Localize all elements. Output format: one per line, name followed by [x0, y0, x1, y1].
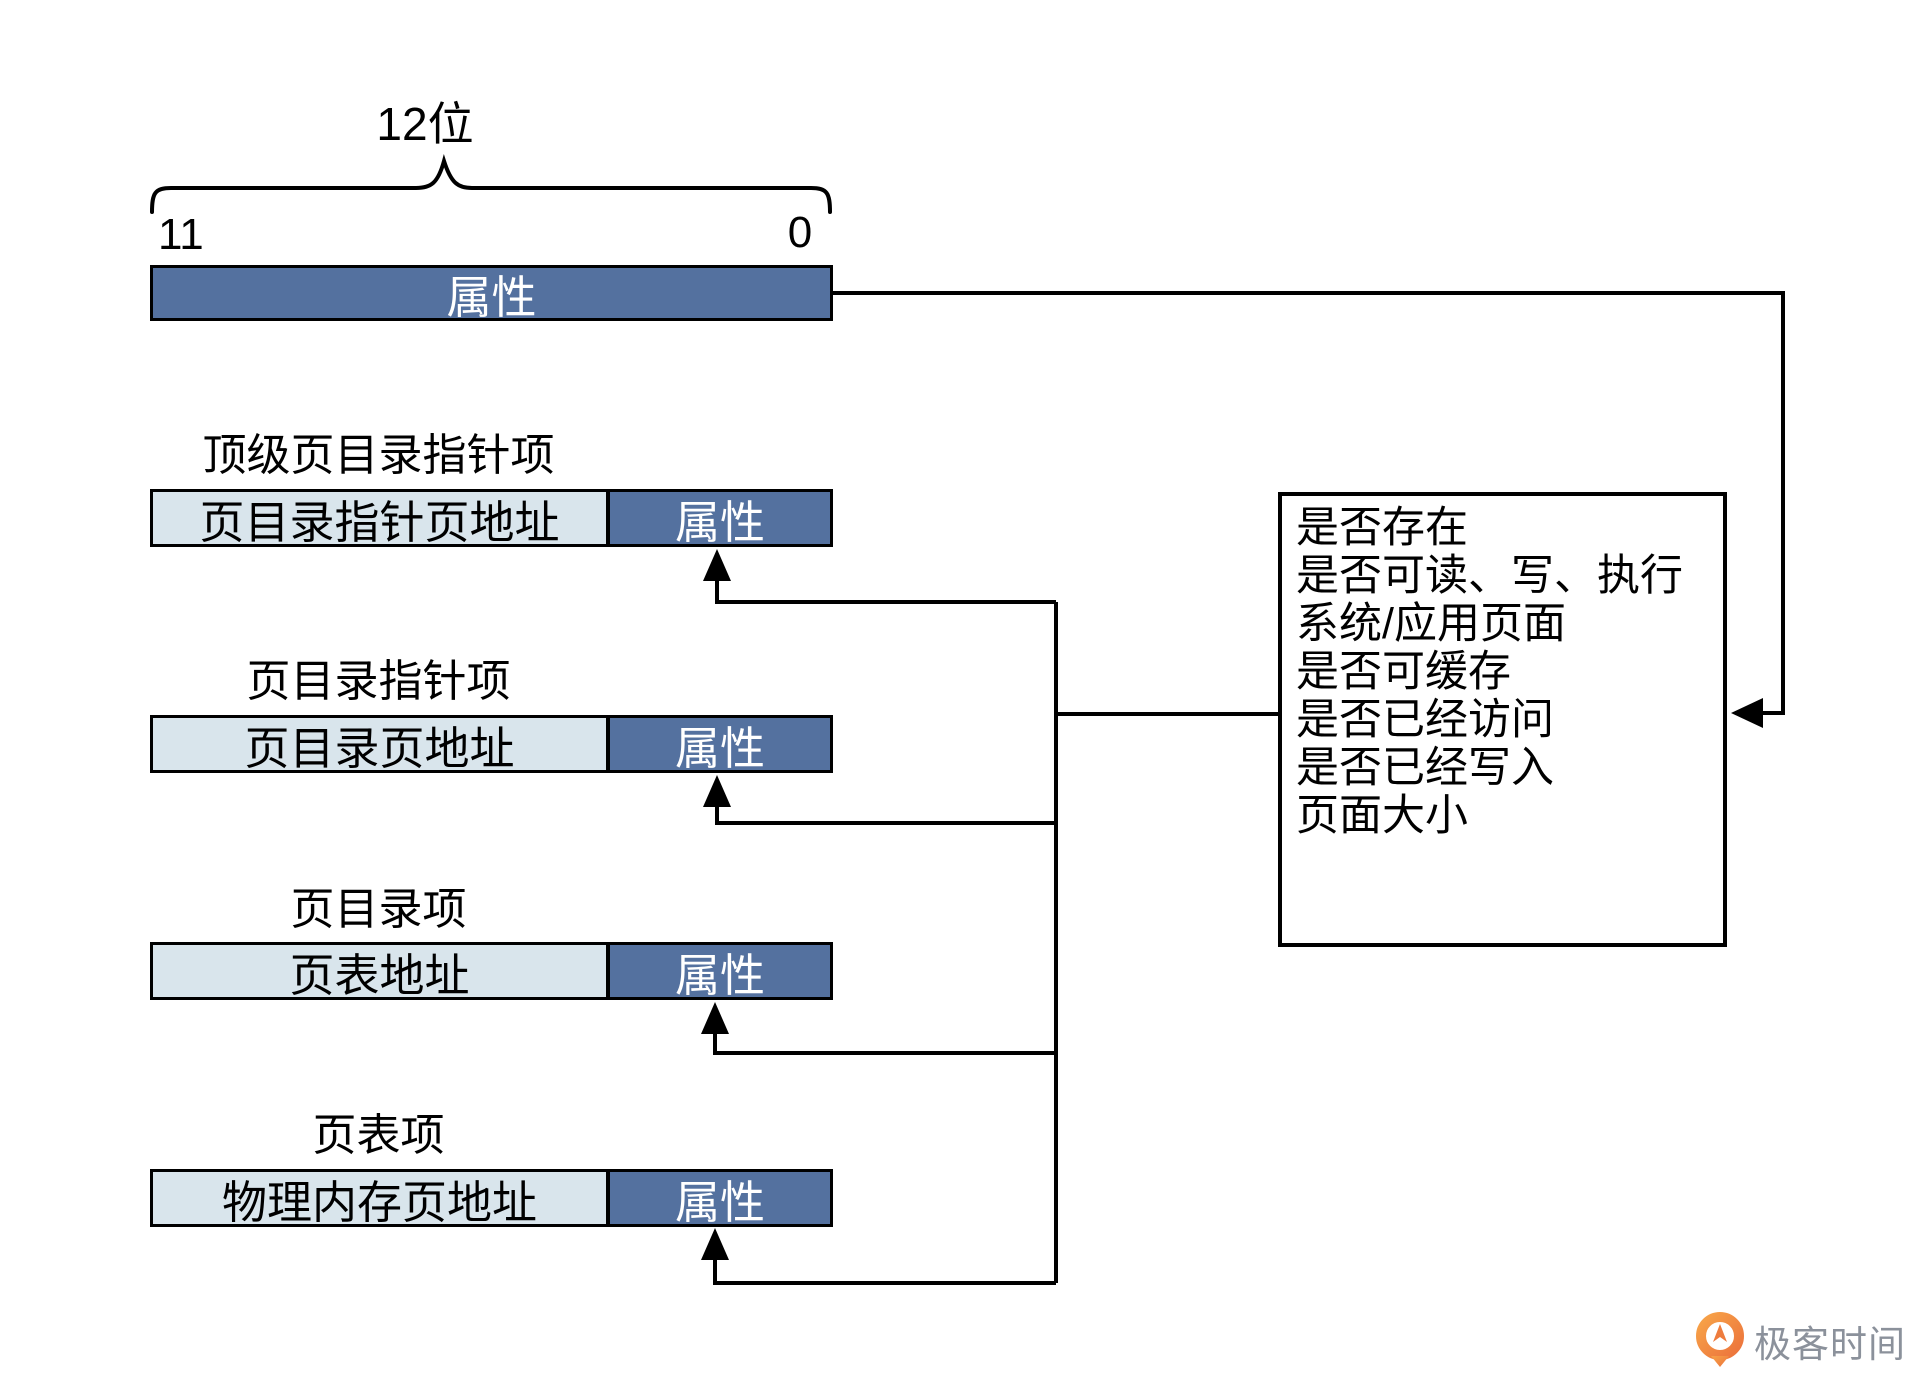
arrowhead-row1	[703, 549, 731, 581]
row4-attr-label: 属性	[674, 1176, 765, 1228]
row3-attr-segment: 属性	[610, 945, 830, 1001]
row3-bar: 页表地址 属性	[150, 942, 833, 1001]
row1-address-segment: 页目录指针页地址	[153, 492, 610, 548]
row2-attr-segment: 属性	[610, 718, 830, 774]
row4-address-segment: 物理内存页地址	[153, 1172, 610, 1228]
top-attribute-bar: 属性	[150, 265, 833, 323]
top-attribute-bar-label: 属性	[446, 271, 537, 323]
box-left-arrowhead	[1731, 698, 1763, 728]
row4-bar: 物理内存页地址 属性	[150, 1169, 833, 1228]
row3-address-segment: 页表地址	[153, 945, 610, 1001]
row1-attr-label: 属性	[674, 496, 765, 548]
row1-attr-segment: 属性	[610, 492, 830, 548]
row2-bar: 页目录页地址 属性	[150, 715, 833, 774]
attr-line-dirty: 是否已经写入	[1296, 744, 1554, 792]
geektime-logo-icon	[1696, 1312, 1744, 1367]
attr-line-sys-user: 系统/应用页面	[1296, 600, 1566, 648]
row4-address-label: 物理内存页地址	[221, 1176, 537, 1228]
row3-address-label: 页表地址	[289, 949, 470, 1001]
row2-title: 页目录指针项	[246, 657, 511, 706]
attr-line-rwx: 是否可读、写、执行	[1296, 552, 1683, 600]
row1-address-label: 页目录指针页地址	[199, 496, 560, 548]
attr-line-cacheable: 是否可缓存	[1296, 648, 1511, 696]
bits-brace	[150, 153, 832, 214]
row3-title: 页目录项	[290, 885, 467, 934]
attr-line-page-size: 页面大小	[1296, 792, 1468, 840]
attr-line-accessed: 是否已经访问	[1296, 696, 1554, 744]
row4-title: 页表项	[312, 1111, 445, 1160]
attr-line-present: 是否存在	[1296, 504, 1468, 552]
row2-attr-label: 属性	[674, 722, 765, 774]
row4-attr-segment: 属性	[610, 1172, 830, 1228]
attribute-description-box: 是否存在 是否可读、写、执行 系统/应用页面 是否可缓存 是否已经访问 是否已经…	[1278, 492, 1727, 947]
row1-title: 顶级页目录指针项	[202, 431, 555, 480]
row1-bar: 页目录指针页地址 属性	[150, 489, 833, 548]
row3-attr-label: 属性	[674, 949, 765, 1001]
arrowhead-row2	[703, 775, 731, 807]
row2-address-label: 页目录页地址	[244, 722, 515, 774]
bit-index-low: 0	[787, 208, 813, 257]
arrowhead-row4	[701, 1228, 729, 1260]
geektime-logo-text: 极客时间	[1754, 1324, 1906, 1365]
bit-index-high: 11	[158, 210, 204, 259]
geektime-logo: 极客时间	[1694, 1312, 1906, 1370]
row2-address-segment: 页目录页地址	[153, 718, 610, 774]
arrowhead-row3	[701, 1002, 729, 1034]
bit-width-label: 12位	[376, 98, 474, 150]
